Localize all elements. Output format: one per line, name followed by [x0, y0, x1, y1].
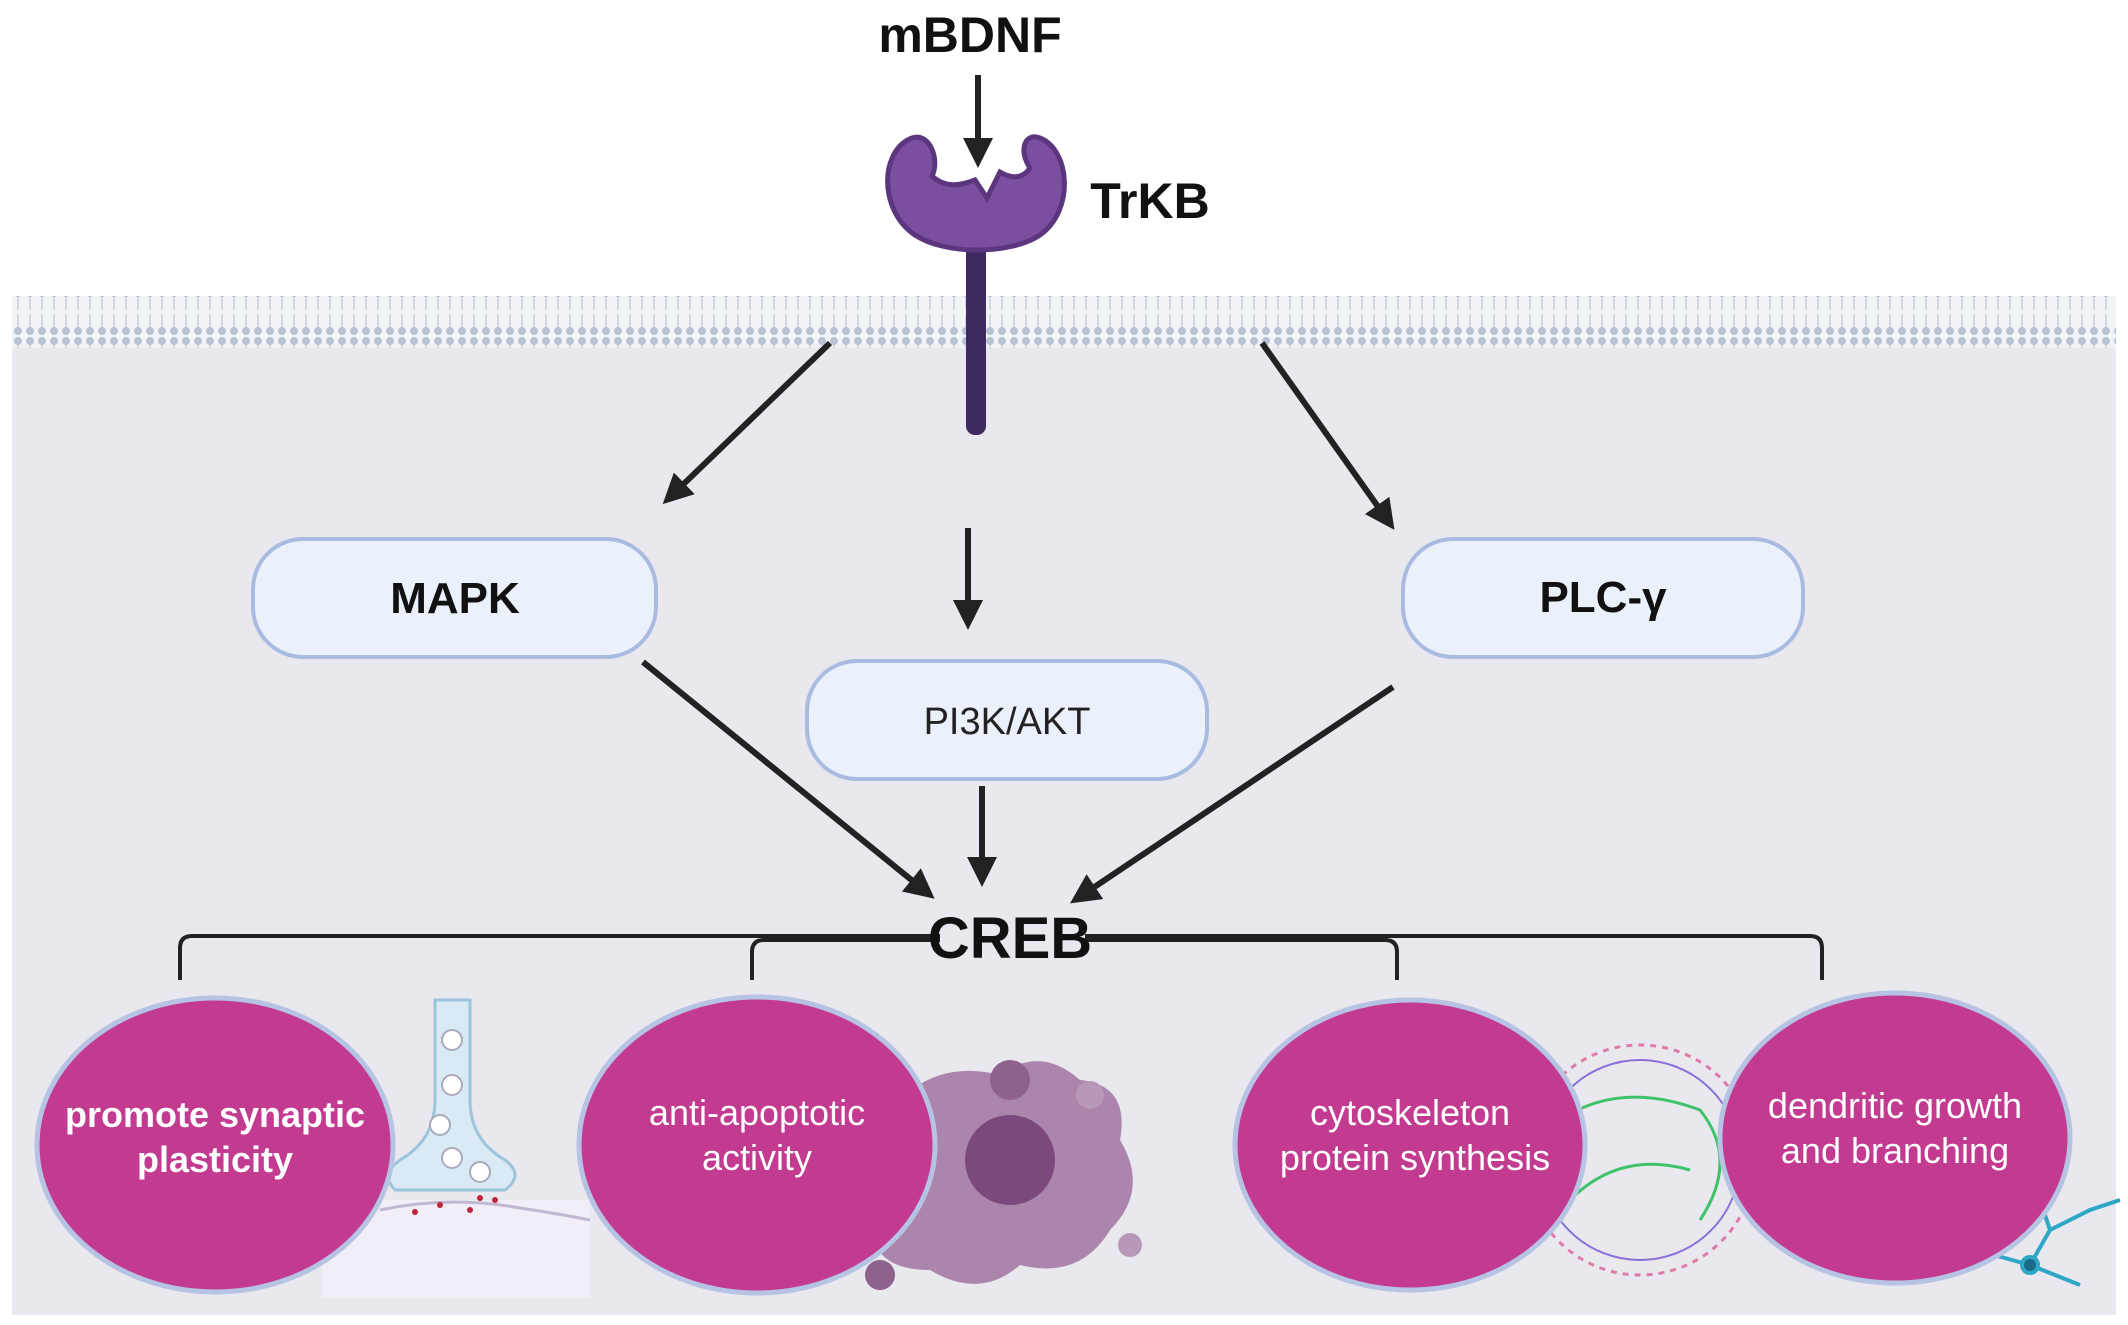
creb-label: CREB: [928, 906, 1092, 971]
cytoskeleton-line1: cytoskeleton: [1310, 1092, 1510, 1133]
plc-box: PLC-γ: [1401, 537, 1805, 659]
dendritic-line1: dendritic growth: [1768, 1085, 2022, 1126]
mapk-label: MAPK: [390, 574, 520, 623]
dendritic-line2: and branching: [1781, 1130, 2009, 1171]
outcome-dendritic-growth: dendritic growth and branching: [1717, 990, 2073, 1286]
arrow-mapk-to-creb: [641, 659, 935, 899]
apoptotic-line2: activity: [702, 1137, 812, 1178]
creb-bracket: [178, 934, 1824, 980]
synaptic-line1: promote synaptic: [65, 1094, 365, 1135]
lipid-bilayer: [12, 296, 2116, 348]
arrow-to-plc: [1259, 341, 1395, 530]
arrow-plc-to-creb: [1070, 684, 1395, 904]
outcome-anti-apoptotic: anti-apoptotic activity: [576, 994, 938, 1296]
receptor-label: TrKB: [1090, 173, 1209, 229]
plc-label: PLC-γ: [1539, 573, 1667, 622]
mapk-box: MAPK: [251, 537, 658, 659]
pi3k-label: PI3K/AKT: [924, 701, 1091, 743]
ligand-label: mBDNF: [878, 7, 1061, 63]
cytoskeleton-line2: protein synthesis: [1280, 1137, 1550, 1178]
arrow-to-mapk: [662, 340, 833, 505]
apoptotic-line1: anti-apoptotic: [649, 1092, 865, 1133]
synaptic-line2: plasticity: [137, 1139, 293, 1180]
pi3k-box: PI3K/AKT: [805, 659, 1209, 781]
outcome-synaptic-plasticity: promote synaptic plasticity: [34, 995, 396, 1295]
outcome-cytoskeleton: cytoskeleton protein synthesis: [1232, 997, 1588, 1293]
trkb-receptor-icon: [885, 134, 1067, 435]
